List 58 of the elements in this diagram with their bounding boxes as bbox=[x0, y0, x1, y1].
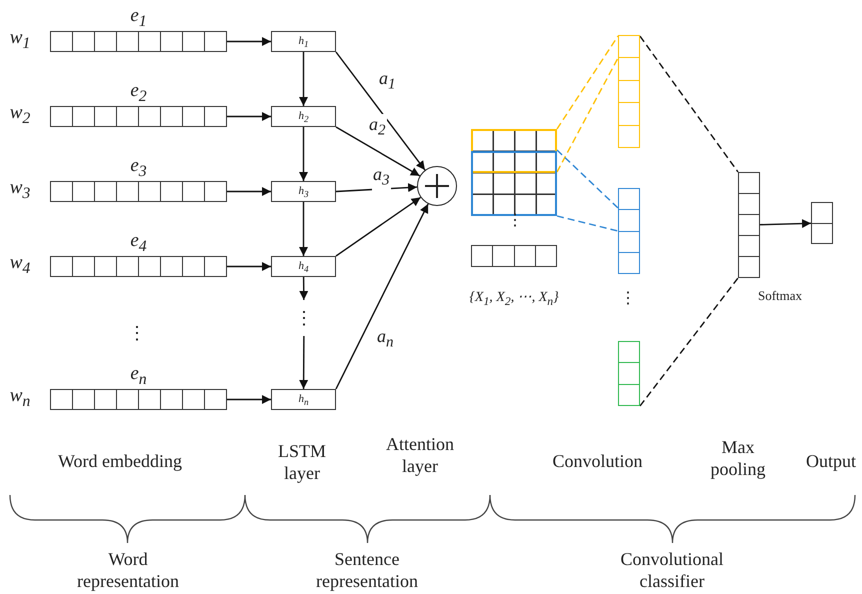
word-label: w$_{3}$ bbox=[8, 177, 32, 203]
feature-column bbox=[618, 35, 640, 148]
section-label: Attention layer bbox=[385, 433, 455, 477]
arrow bbox=[227, 112, 271, 121]
vector-label: e$_{4}$ bbox=[129, 230, 148, 254]
arrow bbox=[336, 196, 421, 257]
vector-label: e$_{3}$ bbox=[129, 155, 148, 179]
feature-column bbox=[738, 172, 760, 278]
feature-column bbox=[618, 188, 640, 274]
dashed-line bbox=[639, 278, 739, 406]
hidden-state-box: h$_{4}$ bbox=[271, 256, 336, 277]
hidden-state-box: h$_{2}$ bbox=[271, 106, 336, 127]
vector-label: e$_{1}$ bbox=[129, 5, 148, 29]
ellipsis: ⋮ bbox=[619, 289, 637, 309]
dashed-line bbox=[556, 215, 618, 232]
section-label: Max pooling bbox=[709, 436, 766, 480]
arrow bbox=[335, 204, 429, 390]
vector-label: e$_{2}$ bbox=[129, 80, 148, 104]
section-label: LSTM layer bbox=[276, 440, 327, 484]
arrow bbox=[227, 395, 271, 404]
arrow bbox=[299, 336, 308, 389]
group-label: Sentence representation bbox=[315, 548, 419, 592]
dashed-line bbox=[639, 36, 739, 172]
word-label: w$_{n}$ bbox=[8, 385, 32, 411]
arrow bbox=[227, 37, 271, 46]
hidden-state-box: h$_{3}$ bbox=[271, 181, 336, 202]
feature-column bbox=[618, 341, 640, 406]
dashed-line bbox=[556, 150, 618, 208]
dashed-line bbox=[556, 58, 619, 172]
arrow bbox=[299, 52, 308, 106]
group-label: Word representation bbox=[76, 548, 180, 592]
arrow bbox=[299, 127, 308, 181]
section-label: Word embedding bbox=[56, 450, 184, 472]
word-label: w$_{1}$ bbox=[8, 27, 32, 53]
ellipsis: ⋮ bbox=[294, 300, 314, 336]
word-label: w$_{4}$ bbox=[8, 252, 32, 278]
ellipsis: ⋮ bbox=[127, 322, 147, 344]
hidden-state-box: h$_{1}$ bbox=[271, 31, 336, 52]
ellipsis: ⋮ bbox=[506, 211, 524, 231]
hidden-state-box: h$_{n}$ bbox=[271, 389, 336, 410]
arrow bbox=[299, 202, 308, 256]
layer-label: Softmax bbox=[756, 287, 804, 305]
group-label: Convolutional classifier bbox=[620, 548, 724, 592]
arrow bbox=[299, 277, 308, 300]
arrow bbox=[227, 262, 271, 271]
sequence-label: {X$_{1}$, X$_{2}$, ⋯, X$_{n}$} bbox=[468, 289, 560, 310]
vector-label: e$_{n}$ bbox=[129, 363, 148, 387]
arrow bbox=[227, 187, 271, 196]
dashed-line bbox=[556, 36, 619, 130]
word-label: w$_{2}$ bbox=[8, 102, 32, 128]
arrow bbox=[336, 126, 420, 177]
feature-column bbox=[811, 202, 833, 244]
sum-circle bbox=[417, 166, 457, 206]
section-label: Output bbox=[804, 450, 857, 472]
arrow bbox=[760, 219, 812, 228]
feature-matrix bbox=[471, 129, 557, 267]
arrow bbox=[335, 52, 426, 170]
section-label: Convolution bbox=[551, 450, 644, 472]
